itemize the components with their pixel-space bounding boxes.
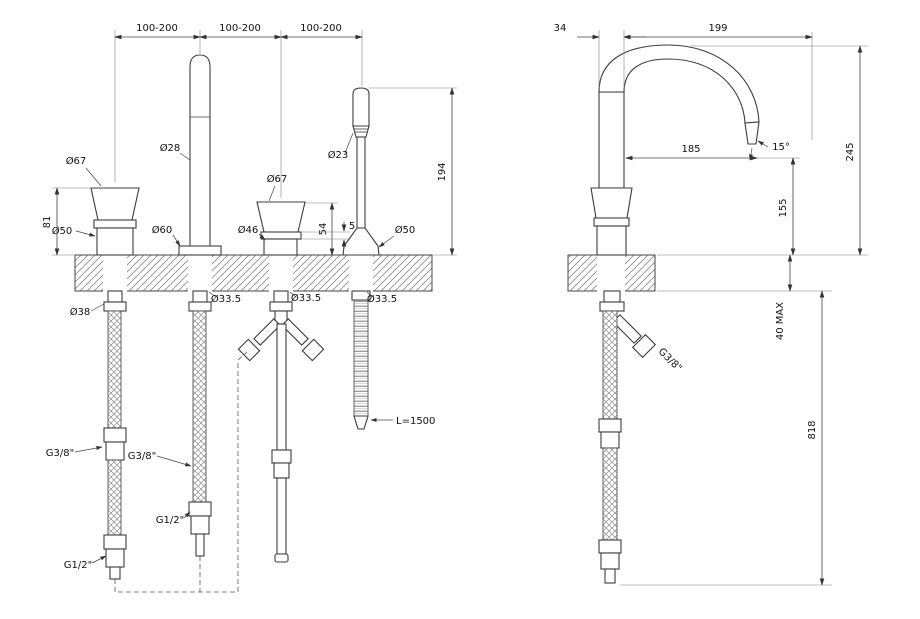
dim-spacing-2: 100-200 [199, 23, 282, 40]
label-shower-dia: Ø23 [328, 149, 349, 161]
dim-hose-length-below: 818 [620, 290, 832, 586]
label-outlet-angle: 15° [772, 142, 790, 153]
dim-handle2-base-diameter: Ø46 [238, 224, 266, 241]
label-shower-base-dia: Ø50 [395, 224, 416, 236]
diverter-nut-side [631, 333, 657, 359]
spout-outlet [744, 121, 760, 145]
label-deck-hole-2: Ø33.5 [291, 292, 321, 304]
dim-spacing-1: 100-200 [114, 23, 201, 40]
dim-shower-hose-length: L=1500 [370, 416, 435, 427]
dim-label-spacing-1: 100-200 [136, 23, 178, 34]
dim-body-width: 34 [554, 23, 646, 88]
dim-ring-height: 5 [301, 221, 355, 249]
dim-deck-thickness: 40 MAX [657, 254, 832, 340]
dim-shower-diameter: Ø23 [328, 132, 354, 161]
label-shower-hose-length: L=1500 [396, 416, 435, 427]
label-ring-height: 5 [349, 221, 355, 232]
label-spout-reach-outer: 199 [708, 23, 727, 34]
side-view: G3/8" 34 199 185 [554, 23, 868, 586]
dim-height-above-deck: 245 [657, 45, 868, 256]
dim-label-spacing-3: 100-200 [300, 23, 342, 34]
label-handle2-base-dia: Ø46 [238, 224, 259, 236]
dim-handle1-top-diameter: Ø67 [66, 155, 102, 187]
label-spout-base-dia: Ø60 [152, 224, 173, 236]
label-body-width: 34 [554, 23, 567, 34]
hidden-routing-lines [114, 351, 248, 593]
label-supply-conn-1: G3/8" [46, 448, 74, 459]
label-shower-height: 194 [437, 162, 448, 181]
label-supply-hose-dia: Ø38 [70, 306, 91, 318]
dim-label-spacing-2: 100-200 [219, 23, 261, 34]
label-handle1-top-dia: Ø67 [66, 155, 87, 167]
dim-handle2-height: 54 [305, 202, 338, 256]
deck-holes [103, 254, 373, 292]
label-deck-hole-3: Ø33.5 [367, 293, 397, 305]
label-handle1-base-dia: Ø50 [52, 225, 73, 237]
diverter-assembly [237, 310, 325, 563]
dim-spout-diameter: Ø28 [160, 142, 191, 161]
label-spout-reach: 185 [681, 144, 700, 155]
dim-shower-base-diameter: Ø50 [378, 224, 416, 248]
label-outlet-conn-1: G1/2" [64, 560, 92, 571]
label-deck-thickness: 40 MAX [775, 302, 786, 340]
dim-handle1-height: 81 [42, 187, 91, 256]
dim-deck-hole-3: Ø33.5 [366, 291, 397, 305]
dim-spout-base-diameter: Ø60 [152, 224, 181, 247]
dim-spacing-3: 100-200 [280, 23, 363, 40]
deck-hole-side [597, 254, 625, 292]
dim-deck-hole-2: Ø33.5 [289, 291, 321, 304]
label-supply-conn-2: G3/8" [128, 451, 156, 462]
dim-spout-reach: 185 [625, 144, 758, 161]
top-extension-lines [114, 30, 363, 198]
body-side [590, 44, 760, 312]
label-outlet-height: 155 [778, 198, 789, 217]
spout-front [178, 54, 222, 256]
supply-hose-side [598, 310, 622, 584]
diverter-arm-left [253, 318, 281, 346]
label-deck-hole-1: Ø33.5 [211, 293, 241, 305]
front-view: 100-200 100-200 100-200 [42, 23, 457, 593]
diverter-nut-right [301, 338, 325, 362]
supply-hose-2 [188, 310, 212, 557]
dim-spout-reach-outer: 199 [623, 23, 813, 140]
dim-supply-hose-diameter: Ø38 [70, 303, 105, 318]
dim-shower-height: 194 [369, 87, 457, 256]
dim-deck-hole-1: Ø33.5 [208, 291, 241, 305]
label-handle1-height: 81 [42, 216, 53, 229]
label-height-above-deck: 245 [845, 142, 856, 161]
shower-hose [353, 299, 369, 430]
label-outlet-conn-2: G1/2" [156, 515, 184, 526]
deck-front [74, 254, 433, 292]
dim-outlet-conn-2: G1/2" [156, 511, 191, 526]
dim-supply-conn-2: G3/8" [128, 451, 192, 467]
diverter-nut-left [237, 338, 261, 362]
dim-outlet-conn-1: G1/2" [64, 555, 107, 571]
label-hose-length-below: 818 [807, 420, 818, 439]
dim-supply-conn-1: G3/8" [46, 446, 103, 459]
label-spout-dia: Ø28 [160, 142, 181, 154]
supply-hose-1 [103, 310, 127, 580]
handle-1 [90, 187, 140, 256]
dim-outlet-height: 155 [757, 157, 800, 256]
dim-handle2-top-diameter: Ø67 [267, 173, 288, 202]
handle-2 [256, 201, 306, 256]
dim-outlet-angle: 15° [757, 140, 790, 153]
diverter-arm-right [281, 318, 309, 346]
label-handle2-top-dia: Ø67 [267, 173, 288, 185]
label-handle2-height: 54 [318, 223, 329, 236]
tailpieces [103, 290, 371, 312]
